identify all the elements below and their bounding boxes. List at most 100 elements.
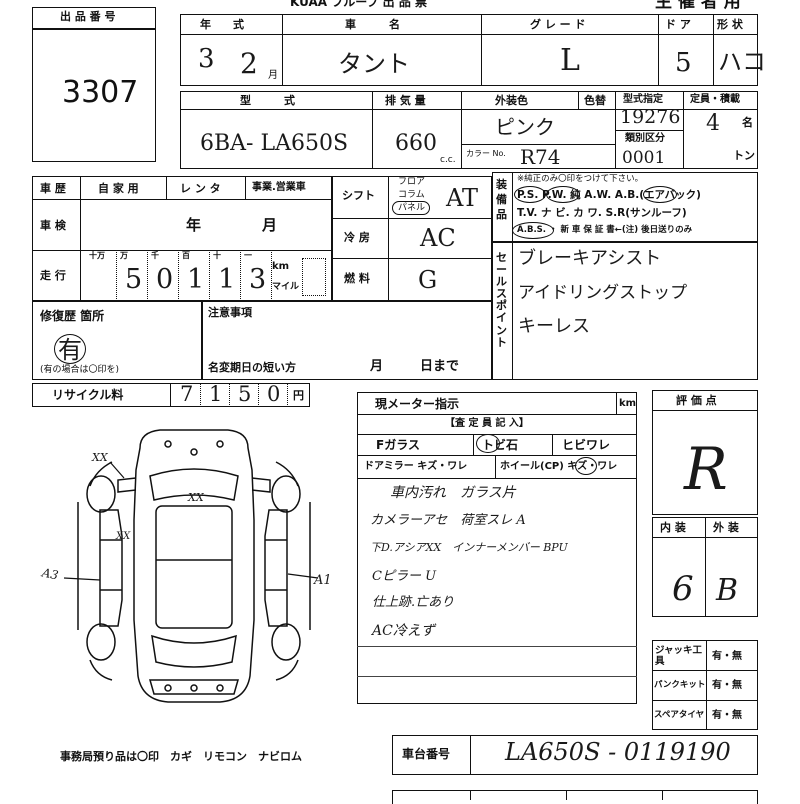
recycle-digit-cell: 5 (230, 383, 259, 407)
wheel-label: ホイール(CP) キズ・ワレ (500, 461, 618, 472)
crack-label: ヒビワレ (562, 438, 611, 452)
capacity-unit: 名 (742, 116, 753, 129)
lot-number-box (32, 7, 156, 162)
exterior-label: 外 装 (713, 521, 739, 534)
ac-label: 冷 房 (344, 231, 370, 244)
mileage-digit-header: 千 (151, 251, 159, 260)
name-change-label: 名変期日の短い方 (208, 361, 296, 374)
category-value: 0001 (622, 148, 666, 168)
chip-circle (476, 434, 500, 453)
mileage-digit-value: 5 (125, 264, 143, 295)
rating-value: R (684, 435, 728, 503)
type-designation-label: 型式指定 (623, 94, 663, 105)
meter-unit: km (619, 398, 637, 409)
f-glass-label: Fガラス (376, 438, 420, 452)
wheel-scratch-circle (575, 457, 597, 475)
spare-value: 有・無 (712, 710, 742, 721)
meter-box (357, 392, 637, 704)
recycle-unit: 円 (293, 389, 304, 402)
equipment-note: ※純正のみ〇印をつけて下さい。 (517, 174, 644, 184)
recycle-digit-value: 5 (238, 382, 252, 406)
lot-number-label: 出 品 番 号 (60, 10, 116, 23)
history-label: 車 歴 (40, 182, 66, 195)
remark-3: 下D.アシアXX インナーメンバー BPU (370, 541, 568, 554)
diagram-mark-left: A3 (40, 565, 60, 583)
equipment-label: 装備品 (496, 178, 507, 221)
displacement-label: 排 気 量 (385, 94, 426, 107)
remark-4: Cピラー U (372, 569, 437, 584)
shape-value: ハコ (718, 48, 766, 76)
recycle-digit-cell: 0 (259, 383, 288, 407)
recycle-digit-value: 0 (267, 382, 281, 406)
color-no-value: R74 (520, 145, 561, 169)
mile-unit: マイル (272, 282, 300, 292)
remark-2: カメラーアセ 荷室スレ A (370, 513, 526, 528)
mileage-digit-value: 1 (218, 264, 236, 295)
displacement-value: 660 (395, 131, 437, 156)
mileage-digit-header: 一 (244, 251, 252, 260)
car-name-label: 車 名 (345, 18, 400, 31)
repair-box (32, 301, 202, 380)
notes-box (202, 301, 492, 380)
history-private: 自 家 用 (98, 182, 139, 195)
type-designation-value: 19276 (620, 106, 681, 128)
mileage-digit-header: 十 (213, 251, 221, 260)
history-rental: レ ン タ (180, 182, 221, 195)
doors-label: ド ア (665, 18, 691, 31)
mileage-digit-header: 十万 (89, 251, 105, 260)
interior-value: 6 (672, 569, 694, 609)
color-label: 外装色 (495, 94, 528, 107)
row1-box (180, 14, 758, 86)
year-value: 3 (198, 44, 215, 74)
model-label: 型 式 (240, 94, 295, 107)
doors-value: 5 (675, 48, 692, 78)
jack-value: 有・無 (712, 651, 742, 662)
mileage-digit-value: 0 (156, 264, 174, 295)
car-name-value: タント (338, 50, 410, 78)
shift-label: シフト (342, 189, 375, 202)
organizer-label: 主 催 者 用 (655, 0, 741, 12)
spare-label: スペアタイヤ (654, 710, 705, 720)
drivetrain-box (332, 176, 492, 301)
repair-label: 修復歴 箇所 (40, 309, 105, 323)
mileage-digit-cell: 十万 (86, 250, 117, 301)
name-change-month: 月 (370, 359, 384, 374)
equipment-ps-circle (514, 186, 546, 203)
equipment-line-1: P.S. P.W. 純 A.W. A.B.(エアバック) (517, 189, 701, 201)
mileage-digit-header: 万 (120, 251, 128, 260)
model-value: 6BA- LA650S (200, 131, 349, 156)
fuel-label: 燃 料 (344, 272, 370, 285)
grade-value: L (560, 43, 580, 78)
sales-box (492, 242, 758, 380)
shift-floor: フロア (398, 177, 426, 187)
mileage-digit-value: 3 (249, 264, 267, 295)
mileage-digit-header: 百 (182, 251, 190, 260)
sales-label: セールスポイント (496, 251, 507, 349)
mirror-label: ドアミラー キズ・ワレ (364, 461, 468, 472)
header-partial: KUAA フループ 出 品 票 (290, 0, 428, 9)
shift-value: AT (446, 184, 479, 212)
history-business: 事業.営業車 (252, 182, 306, 193)
year-label: 年 式 (200, 18, 244, 31)
remark-1: 車内汚れ ガラス片 (390, 485, 516, 501)
color-no-label: カラー No. (466, 149, 506, 158)
equipment-box (492, 172, 758, 242)
diagram-mark-right: A1 (314, 573, 332, 588)
remark-5: 仕上跡.亡あり (372, 595, 455, 610)
inspector-label: 【査 定 員 記 入】 (445, 418, 529, 429)
month-unit: 月 (268, 70, 278, 81)
puncture-value: 有・無 (712, 680, 742, 691)
equipment-pw-circle (546, 186, 580, 203)
office-items-label: 事務局預り品は〇印 カギ リモコン ナビロム (60, 750, 302, 763)
shift-column: コラム (398, 190, 425, 200)
recycle-label: リサイクル料 (52, 388, 124, 402)
interior-label: 内 装 (660, 521, 686, 534)
diagram-mark-front-left: XX (92, 451, 108, 464)
fuel-value: G (418, 266, 438, 294)
recycle-digit-cell: 1 (201, 383, 230, 407)
load-unit: トン (733, 149, 755, 162)
